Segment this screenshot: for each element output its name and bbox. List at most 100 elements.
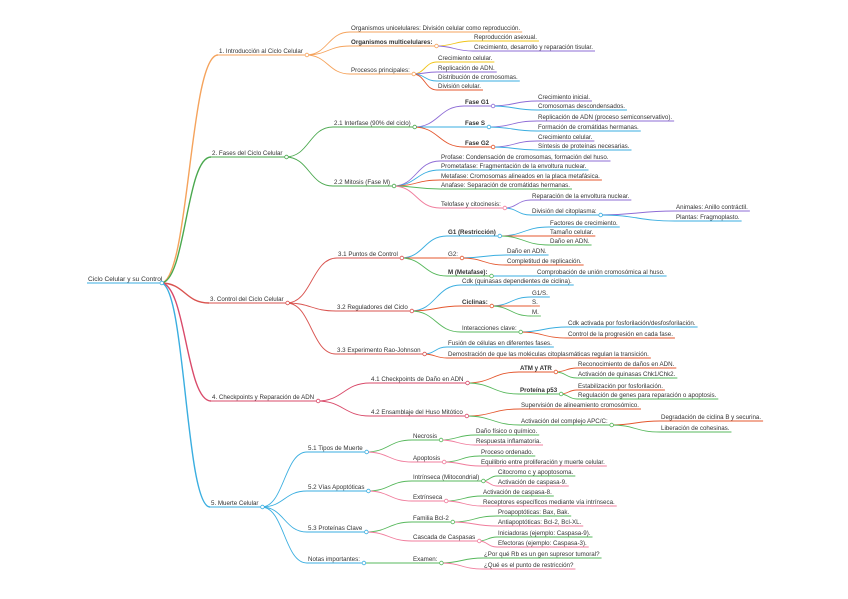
node-b1b1[interactable]: Reproducción asexual. xyxy=(473,34,539,42)
collapse-toggle-icon[interactable] xyxy=(364,449,369,455)
node-b5c2[interactable]: Cascada de Caspasas xyxy=(412,534,482,544)
node-b2a2[interactable]: Fase S xyxy=(464,120,492,130)
node-b1c2[interactable]: Replicación de ADN. xyxy=(437,65,497,73)
node-b2a3b[interactable]: Síntesis de proteínas necesarias. xyxy=(537,143,632,151)
collapse-toggle-icon[interactable] xyxy=(441,459,447,465)
collapse-toggle-icon[interactable] xyxy=(477,538,482,544)
node-b3b2[interactable]: Ciclinas: xyxy=(461,299,494,309)
node-b5a1b[interactable]: Respuesta inflamatoria. xyxy=(475,438,544,446)
node-b4a2[interactable]: Proteína p53 xyxy=(519,387,564,397)
collapse-toggle-icon[interactable] xyxy=(481,478,486,484)
node-b5b2b[interactable]: Receptores específicos mediante vía intr… xyxy=(482,499,617,507)
node-b5b[interactable]: 5.2 Vías Apoptóticas xyxy=(307,484,371,494)
node-b2a[interactable]: 2.1 Interfase (90% del ciclo) xyxy=(333,120,417,130)
node-b4b2b[interactable]: Liberación de cohesinas. xyxy=(660,425,732,433)
node-b4a1a[interactable]: Reconocimiento de daños en ADN. xyxy=(577,361,677,369)
node-b3b1[interactable]: Cdk (quinasas dependientes de ciclina). xyxy=(461,278,574,286)
node-b5a[interactable]: 5.1 Tipos de Muerte xyxy=(307,445,369,455)
collapse-toggle-icon[interactable] xyxy=(364,529,369,535)
node-b3b2b[interactable]: S. xyxy=(531,299,540,307)
node-b5d1[interactable]: Examen: xyxy=(412,556,444,566)
node-b2a1[interactable]: Fase G1 xyxy=(464,99,496,109)
node-b5d1b[interactable]: ¿Qué es el punto de restricción? xyxy=(483,562,576,570)
node-b5[interactable]: 5. Muerte Celular xyxy=(210,500,265,510)
collapse-toggle-icon[interactable] xyxy=(304,52,310,58)
node-b3b3[interactable]: Interacciones clave: xyxy=(461,325,523,335)
collapse-toggle-icon[interactable] xyxy=(399,255,405,261)
node-b3a3a[interactable]: Comprobación de unión cromosómica al hus… xyxy=(536,269,667,277)
node-b5a2[interactable]: Apoptosis xyxy=(412,455,447,465)
collapse-toggle-icon[interactable] xyxy=(284,154,289,160)
collapse-toggle-icon[interactable] xyxy=(285,300,290,306)
collapse-toggle-icon[interactable] xyxy=(558,391,564,397)
node-b1b[interactable]: Organismos multicelulares: xyxy=(350,39,439,49)
node-b4b2a[interactable]: Degradación de ciclina B y securina. xyxy=(660,414,764,422)
node-b4a[interactable]: 4.1 Checkpoints de Daño en ADN xyxy=(370,376,470,386)
node-b2a2b[interactable]: Formación de cromátidas hermanas. xyxy=(537,124,641,132)
node-b3a3[interactable]: M (Metafase): xyxy=(447,269,494,279)
node-b5a2a[interactable]: Proceso ordenado. xyxy=(480,449,536,457)
node-b3c[interactable]: 3.3 Experimento Rao-Johnson xyxy=(336,347,427,357)
node-b5d[interactable]: Notas importantes: xyxy=(307,556,367,566)
collapse-toggle-icon[interactable] xyxy=(497,233,502,239)
node-b3c2[interactable]: Demostración de que las moléculas citopl… xyxy=(447,351,651,359)
node-b5c2a[interactable]: Iniciadoras (ejemplo: Caspasa-9). xyxy=(497,530,593,538)
node-b2b5[interactable]: Telofase y citocinesis: xyxy=(440,201,508,211)
node-b3b2c[interactable]: M. xyxy=(531,309,541,317)
node-b2a3a[interactable]: Crecimiento celular. xyxy=(537,134,595,142)
node-b1c4[interactable]: División celular. xyxy=(437,83,483,91)
collapse-toggle-icon[interactable] xyxy=(489,303,494,309)
node-b2b5a[interactable]: Reparación de la envoltura nuclear. xyxy=(531,193,632,201)
collapse-toggle-icon[interactable] xyxy=(489,273,494,279)
collapse-toggle-icon[interactable] xyxy=(439,560,444,566)
node-b2[interactable]: 2. Fases del Ciclo Celular xyxy=(211,150,289,160)
node-b3b2a[interactable]: G1/S. xyxy=(531,290,550,298)
collapse-toggle-icon[interactable] xyxy=(366,488,371,494)
collapse-toggle-icon[interactable] xyxy=(438,437,444,443)
root-node[interactable]: Ciclo Celular y su Control xyxy=(87,276,165,286)
node-b5c1b[interactable]: Antiapoptóticas: Bcl-2, Bcl-XL. xyxy=(497,519,584,527)
collapse-toggle-icon[interactable] xyxy=(465,380,470,386)
node-b4b2[interactable]: Activación del complejo APC/C: xyxy=(520,418,614,428)
node-b1c[interactable]: Procesos principales: xyxy=(350,67,417,77)
node-b3a1[interactable]: G1 (Restricción) xyxy=(447,229,502,239)
node-b4b[interactable]: 4.2 Ensamblaje del Huso Mitótico xyxy=(370,409,470,419)
collapse-toggle-icon[interactable] xyxy=(609,422,614,428)
node-b1[interactable]: 1. Introducción al Ciclo Celular xyxy=(218,48,310,58)
node-b2b5b[interactable]: División del citoplasma: xyxy=(531,208,603,218)
collapse-toggle-icon[interactable] xyxy=(464,413,470,419)
node-b2a2a[interactable]: Replicación de ADN (proceso semiconserva… xyxy=(537,114,675,122)
collapse-toggle-icon[interactable] xyxy=(459,255,465,261)
collapse-toggle-icon[interactable] xyxy=(598,212,603,218)
node-b3c1[interactable]: Fusión de células en diferentes fases. xyxy=(447,340,554,348)
node-b5b1b[interactable]: Activación de caspasa-9. xyxy=(497,479,569,487)
node-b2b1[interactable]: Profase: Condensación de cromosomas, for… xyxy=(440,154,611,162)
collapse-toggle-icon[interactable] xyxy=(409,308,415,314)
node-b2a1a[interactable]: Crecimiento inicial. xyxy=(537,94,592,102)
node-b3a2[interactable]: G2: xyxy=(447,251,465,261)
collapse-toggle-icon[interactable] xyxy=(434,43,439,49)
collapse-toggle-icon[interactable] xyxy=(553,369,559,375)
collapse-toggle-icon[interactable] xyxy=(422,351,427,357)
node-b2a1b[interactable]: Cromosomas descondensados. xyxy=(537,103,628,111)
collapse-toggle-icon[interactable] xyxy=(450,519,455,525)
node-b1b2[interactable]: Crecimiento, desarrollo y reparación tis… xyxy=(473,44,595,52)
node-b5b1[interactable]: Intrínseca (Mitocondrial) xyxy=(412,474,486,484)
node-b5c[interactable]: 5.3 Proteínas Clave xyxy=(307,525,369,535)
node-b2b2[interactable]: Prometafase: Fragmentación de la envoltu… xyxy=(440,163,589,171)
node-b3a1b[interactable]: Tamaño celular. xyxy=(549,229,596,237)
collapse-toggle-icon[interactable] xyxy=(518,329,523,335)
node-b1c3[interactable]: Distribución de cromosomas. xyxy=(437,74,520,82)
node-b5c1a[interactable]: Proapoptóticas: Bax, Bak. xyxy=(497,509,572,517)
collapse-toggle-icon[interactable] xyxy=(490,144,496,150)
node-b3a2a[interactable]: Daño en ADN. xyxy=(506,248,549,256)
node-b3b3b[interactable]: Control de la progresión en cada fase. xyxy=(567,331,675,339)
collapse-toggle-icon[interactable] xyxy=(444,498,449,504)
node-b2b3[interactable]: Metafase: Cromosomas alineados en la pla… xyxy=(440,173,602,181)
node-b4a1[interactable]: ATM y ATR xyxy=(519,365,559,375)
node-b1a[interactable]: Organismos unicelulares: División celula… xyxy=(350,25,523,33)
collapse-toggle-icon[interactable] xyxy=(502,205,508,211)
collapse-toggle-icon[interactable] xyxy=(490,103,496,109)
node-b2b5b1[interactable]: Animales: Anillo contráctil. xyxy=(675,204,750,212)
node-b5c1[interactable]: Familia Bcl-2 xyxy=(412,515,455,525)
